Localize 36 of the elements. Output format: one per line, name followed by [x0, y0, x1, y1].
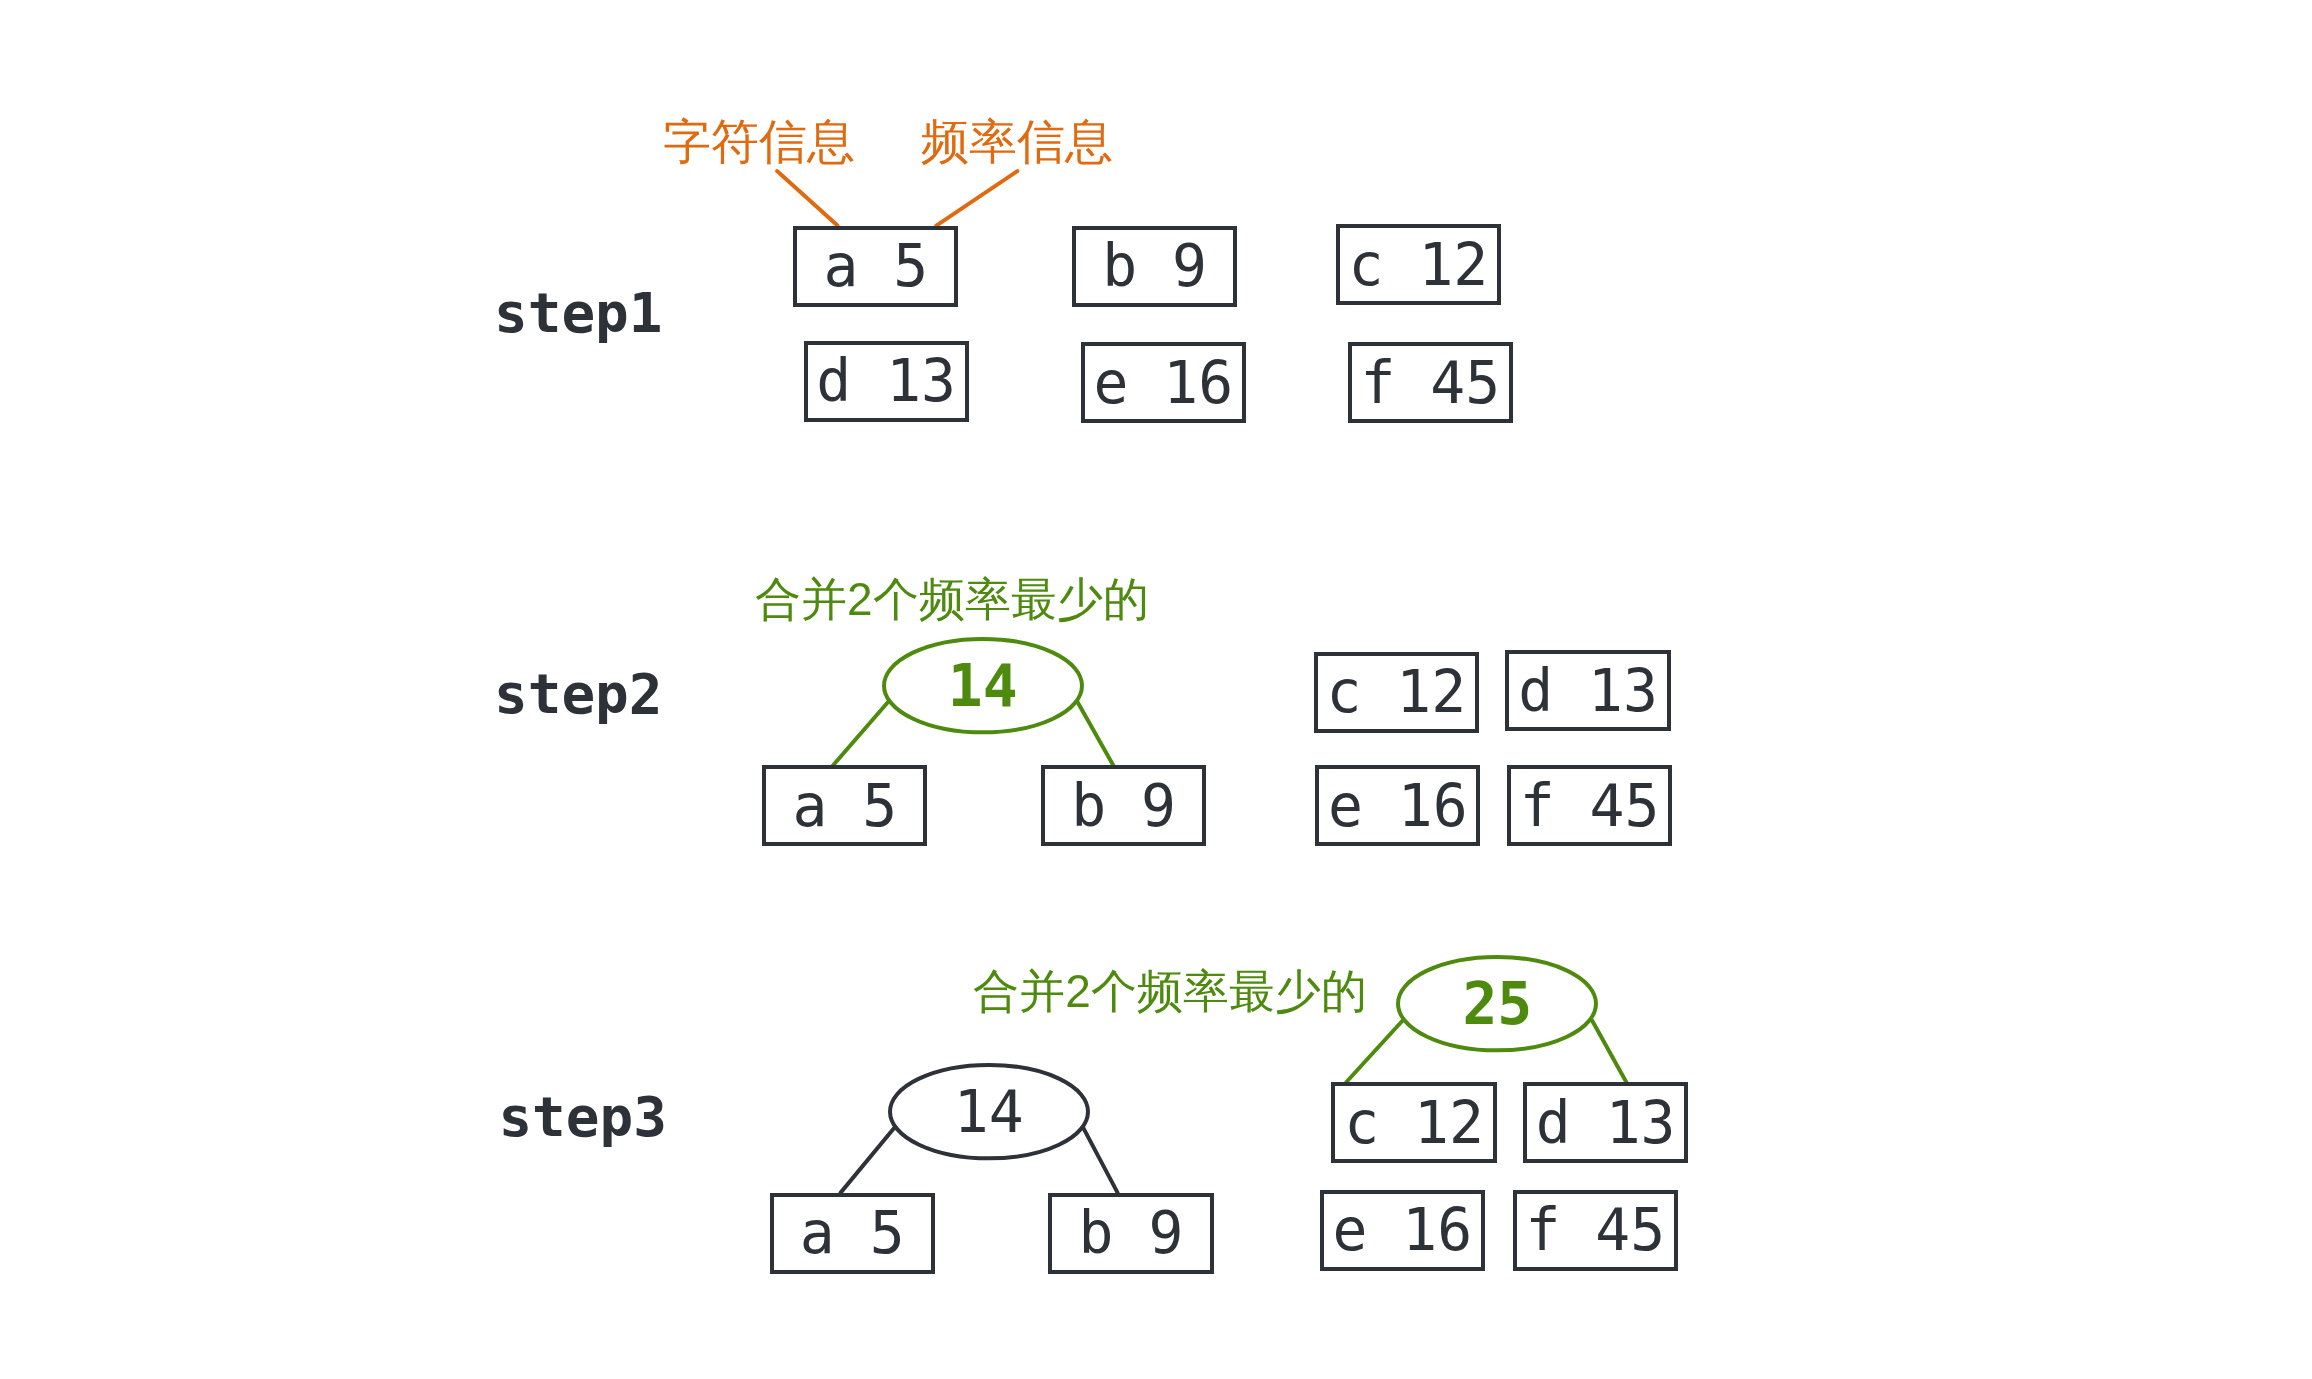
sum-ellipse: 14 — [881, 636, 1084, 735]
letter-frequency-box: d 13 — [803, 340, 969, 422]
letter-frequency-box: c 12 — [1335, 224, 1501, 306]
step-label: step2 — [493, 660, 663, 726]
leader-line — [934, 169, 1020, 228]
letter-frequency-box: f 45 — [1506, 765, 1673, 847]
letter-frequency-box: b 9 — [1041, 765, 1207, 847]
letter-frequency-box: c 12 — [1313, 651, 1479, 733]
tree-branch-line — [1590, 1018, 1629, 1085]
letter-frequency-box: d 13 — [1523, 1082, 1689, 1164]
letter-frequency-box: e 16 — [1319, 1189, 1485, 1271]
letter-frequency-box: a 5 — [793, 225, 959, 307]
letter-frequency-box: b 9 — [1071, 225, 1238, 307]
tree-branch-line — [1075, 700, 1116, 768]
tree-branch-line — [1344, 1018, 1405, 1085]
letter-frequency-box: e 16 — [1315, 765, 1481, 847]
leader-line — [775, 169, 840, 228]
letter-frequency-box: c 12 — [1331, 1082, 1497, 1164]
step-label: step3 — [498, 1083, 667, 1149]
sum-ellipse: 14 — [887, 1063, 1090, 1161]
annotation-text: 合并2个频率最少的 — [754, 572, 1149, 628]
tree-branch-line — [831, 700, 890, 768]
tree-branch-line — [838, 1126, 896, 1195]
tree-branch-line — [1081, 1126, 1120, 1195]
annotation-text: 合并2个频率最少的 — [973, 964, 1367, 1020]
annotation-text: 频率信息 — [921, 112, 1114, 171]
letter-frequency-box: a 5 — [769, 1192, 935, 1274]
step-label: step1 — [493, 280, 663, 346]
sum-ellipse: 25 — [1396, 955, 1599, 1053]
letter-frequency-box: b 9 — [1048, 1192, 1214, 1274]
letter-frequency-box: e 16 — [1080, 342, 1246, 424]
letter-frequency-box: d 13 — [1505, 650, 1671, 732]
letter-frequency-box: f 45 — [1347, 342, 1513, 424]
annotation-text: 字符信息 — [663, 112, 856, 171]
letter-frequency-box: f 45 — [1512, 1189, 1678, 1271]
letter-frequency-box: a 5 — [762, 765, 928, 847]
